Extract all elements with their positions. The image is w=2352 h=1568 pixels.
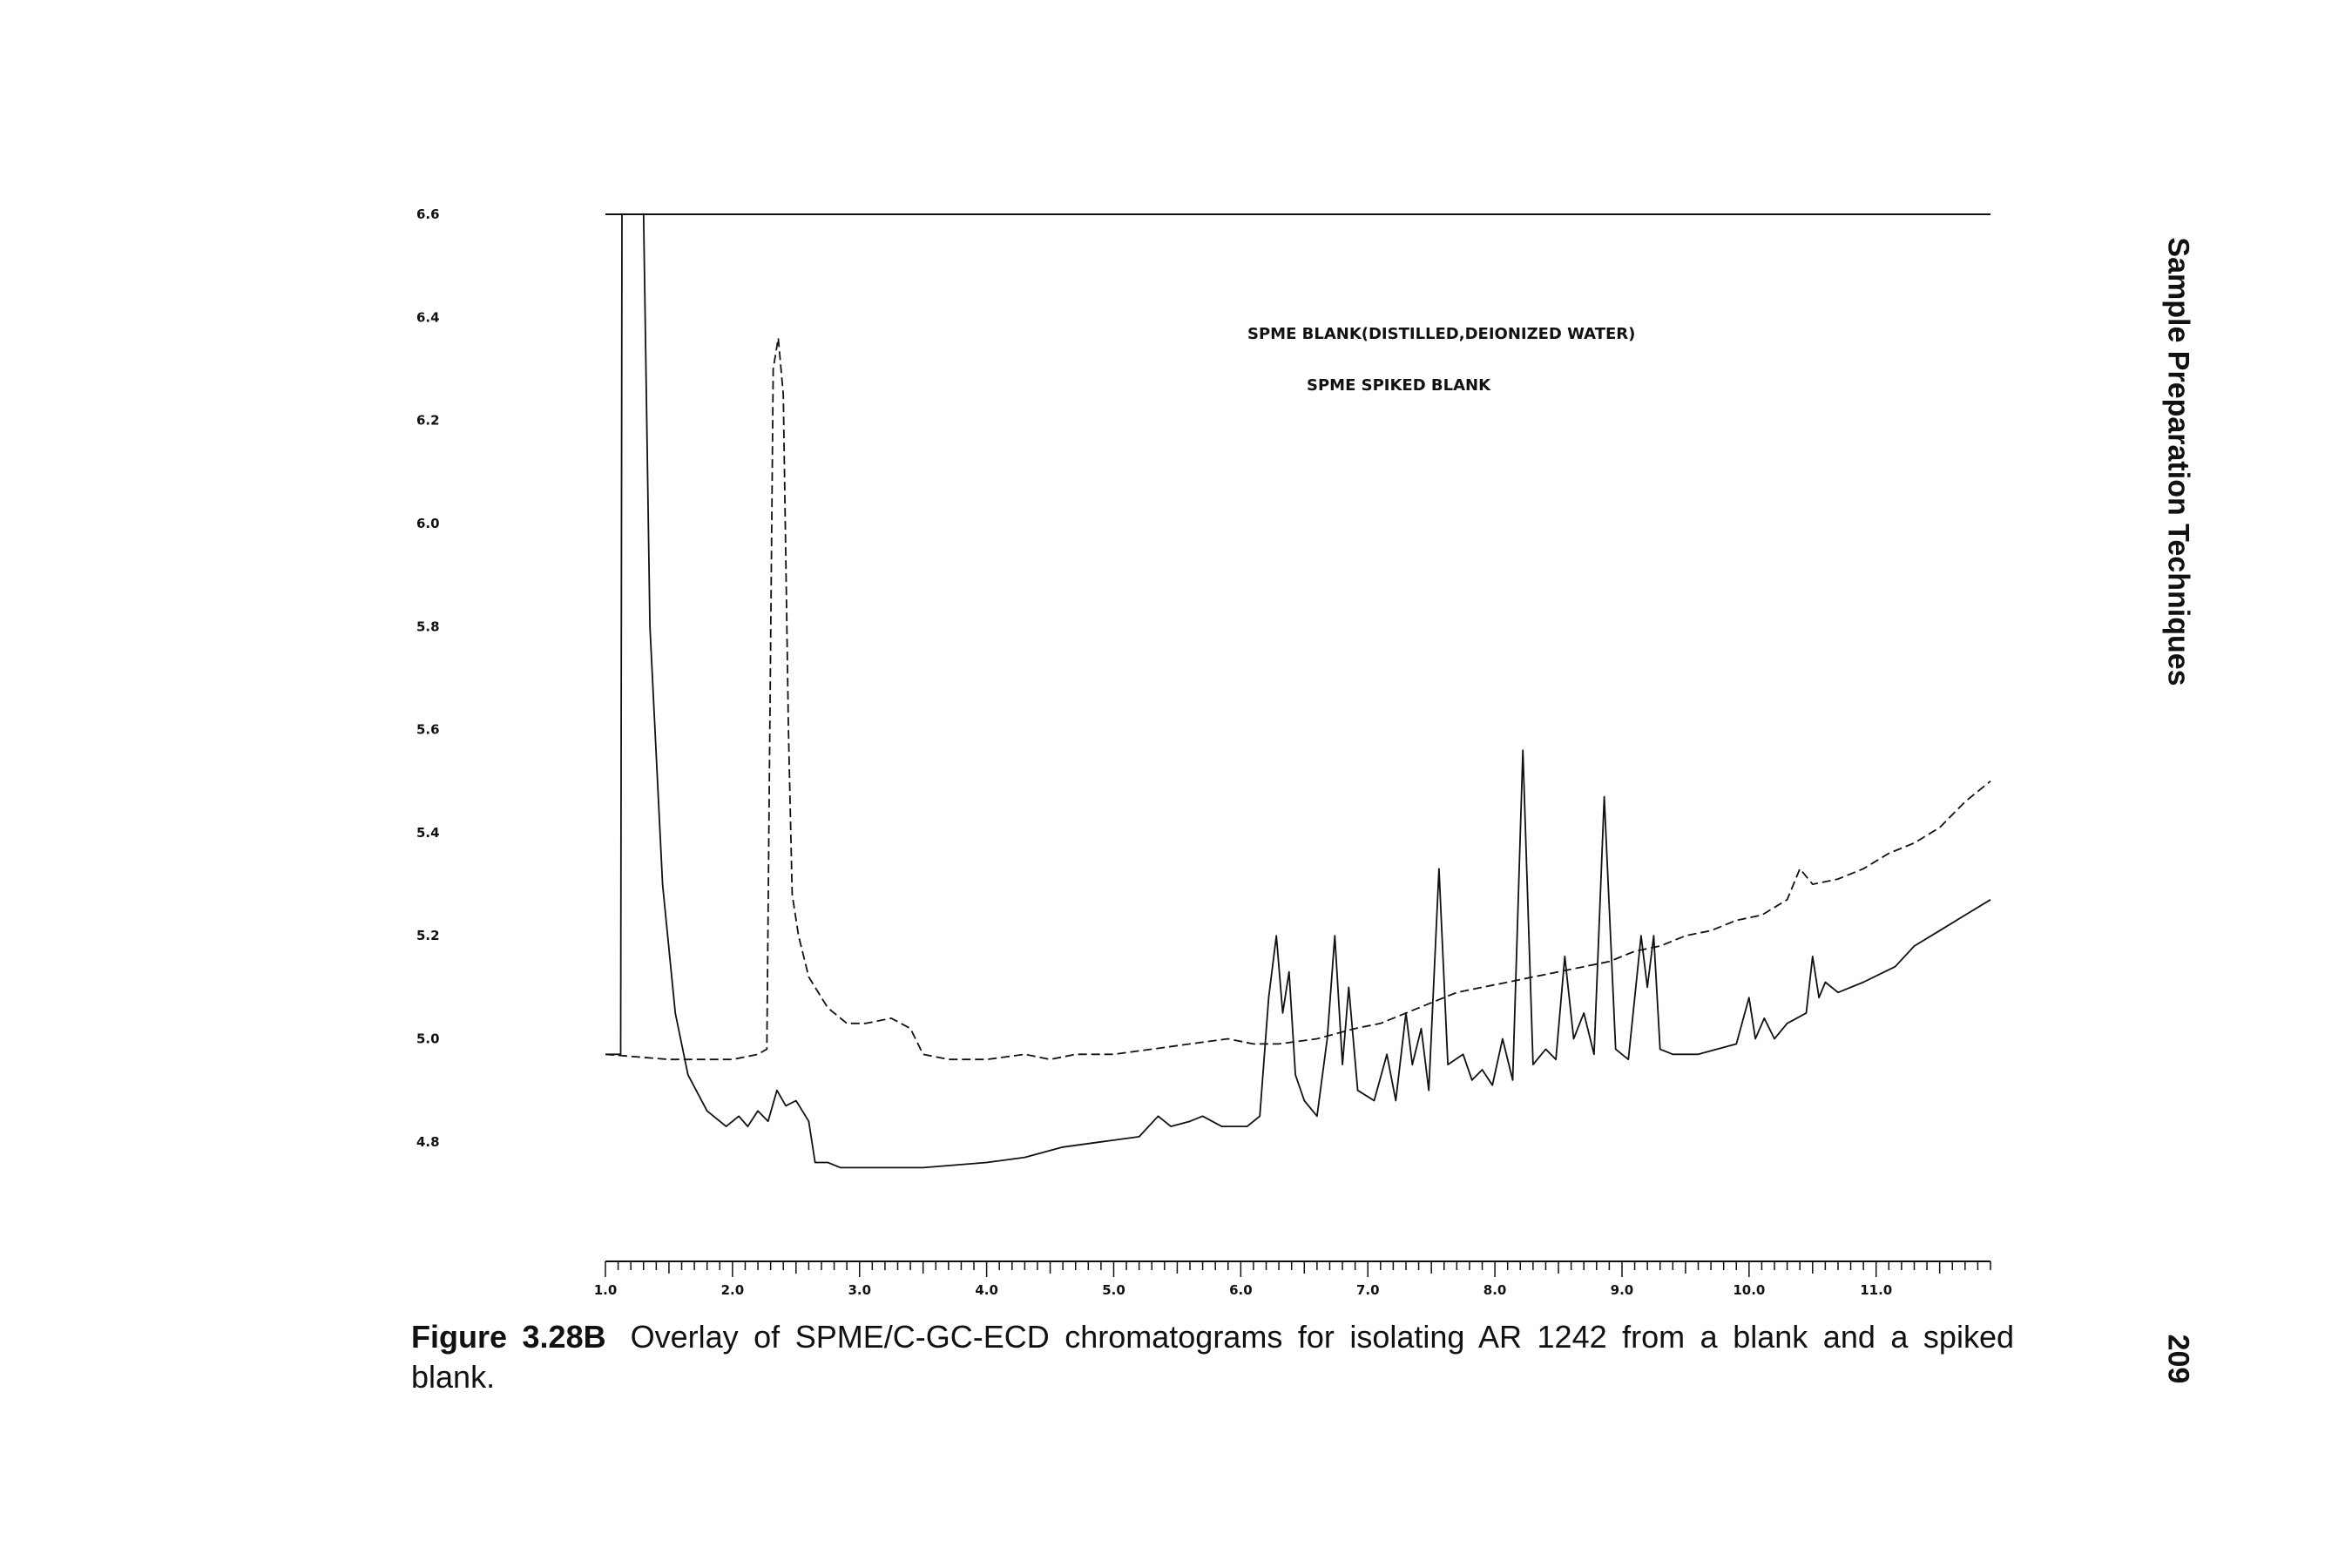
x-tick-label: 9.0 bbox=[1611, 1282, 1634, 1298]
series-line-spiked-blank bbox=[605, 337, 1991, 1061]
legend-entry: SPME BLANK(DISTILLED,DEIONIZED WATER) bbox=[1247, 325, 1635, 343]
y-tick-label: 5.6 bbox=[416, 722, 440, 738]
y-tick-label: 4.8 bbox=[416, 1134, 440, 1150]
y-tick-label: 6.2 bbox=[416, 413, 440, 429]
running-head-text: Sample Preparation Techniques bbox=[2161, 237, 2195, 686]
x-tick-label: 11.0 bbox=[1860, 1282, 1892, 1298]
y-tick-label: 5.2 bbox=[416, 928, 440, 943]
x-tick-label: 8.0 bbox=[1484, 1282, 1507, 1298]
y-tick-label: 5.8 bbox=[416, 618, 440, 634]
x-tick-label: 1.0 bbox=[594, 1282, 618, 1298]
y-tick-label: 6.6 bbox=[416, 206, 440, 222]
x-tick-label: 10.0 bbox=[1733, 1282, 1765, 1298]
x-tick-label: 2.0 bbox=[721, 1282, 745, 1298]
running-head: Sample Preparation Techniques bbox=[2160, 196, 2195, 727]
page-number: 209 bbox=[2160, 1320, 2195, 1398]
series-line-blank bbox=[605, 213, 1991, 1169]
y-tick-label: 6.0 bbox=[416, 516, 440, 531]
y-tick-label: 6.4 bbox=[416, 309, 440, 325]
x-tick-label: 3.0 bbox=[848, 1282, 871, 1298]
x-tick-label: 4.0 bbox=[975, 1282, 998, 1298]
figure-caption-text: Overlay of SPME/C-GC-ECD chromatograms f… bbox=[411, 1319, 2014, 1395]
x-tick-label: 5.0 bbox=[1102, 1282, 1125, 1298]
y-tick-label: 5.0 bbox=[416, 1031, 440, 1047]
figure-caption-label: Figure 3.28B bbox=[411, 1319, 606, 1355]
x-tick-label: 6.0 bbox=[1229, 1282, 1253, 1298]
y-tick-label: 5.4 bbox=[416, 825, 440, 841]
legend-entry: SPME SPIKED BLANK bbox=[1307, 376, 1491, 395]
x-tick-label: 7.0 bbox=[1356, 1282, 1380, 1298]
page-number-text: 209 bbox=[2161, 1334, 2195, 1384]
